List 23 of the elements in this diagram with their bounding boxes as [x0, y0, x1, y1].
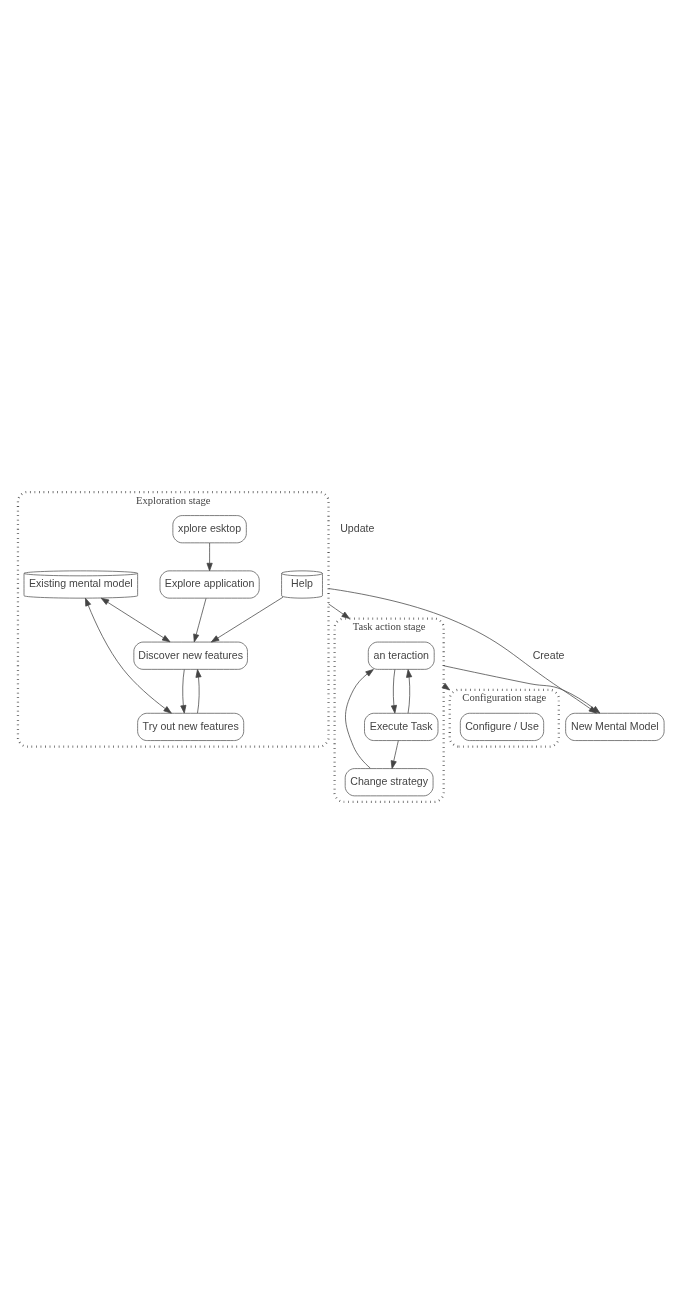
arrow — [180, 668, 187, 713]
arrow — [100, 597, 171, 642]
arrow — [195, 668, 202, 713]
node-box: Execute Task — [364, 712, 439, 741]
node-box: an teraction — [367, 641, 435, 670]
node-box: xplore esktop — [172, 514, 247, 543]
node-box: Explore application — [159, 570, 260, 598]
label: Update — [340, 521, 375, 534]
arrow — [193, 597, 207, 642]
edge-label: Create — [532, 648, 565, 661]
arrow — [390, 739, 399, 769]
arrow — [345, 668, 374, 769]
arrow — [206, 542, 213, 571]
arrow — [390, 668, 397, 713]
arrow — [406, 668, 413, 713]
node-box: Try out new features — [137, 712, 245, 741]
arrow — [210, 596, 284, 642]
node-box: Discover new features — [133, 641, 248, 670]
arrow — [328, 603, 350, 619]
node-box: Configure / Use — [459, 712, 545, 741]
arrow — [85, 597, 172, 714]
node-box: New Mental Model — [565, 712, 665, 741]
node-box: Change strategy — [344, 767, 434, 796]
